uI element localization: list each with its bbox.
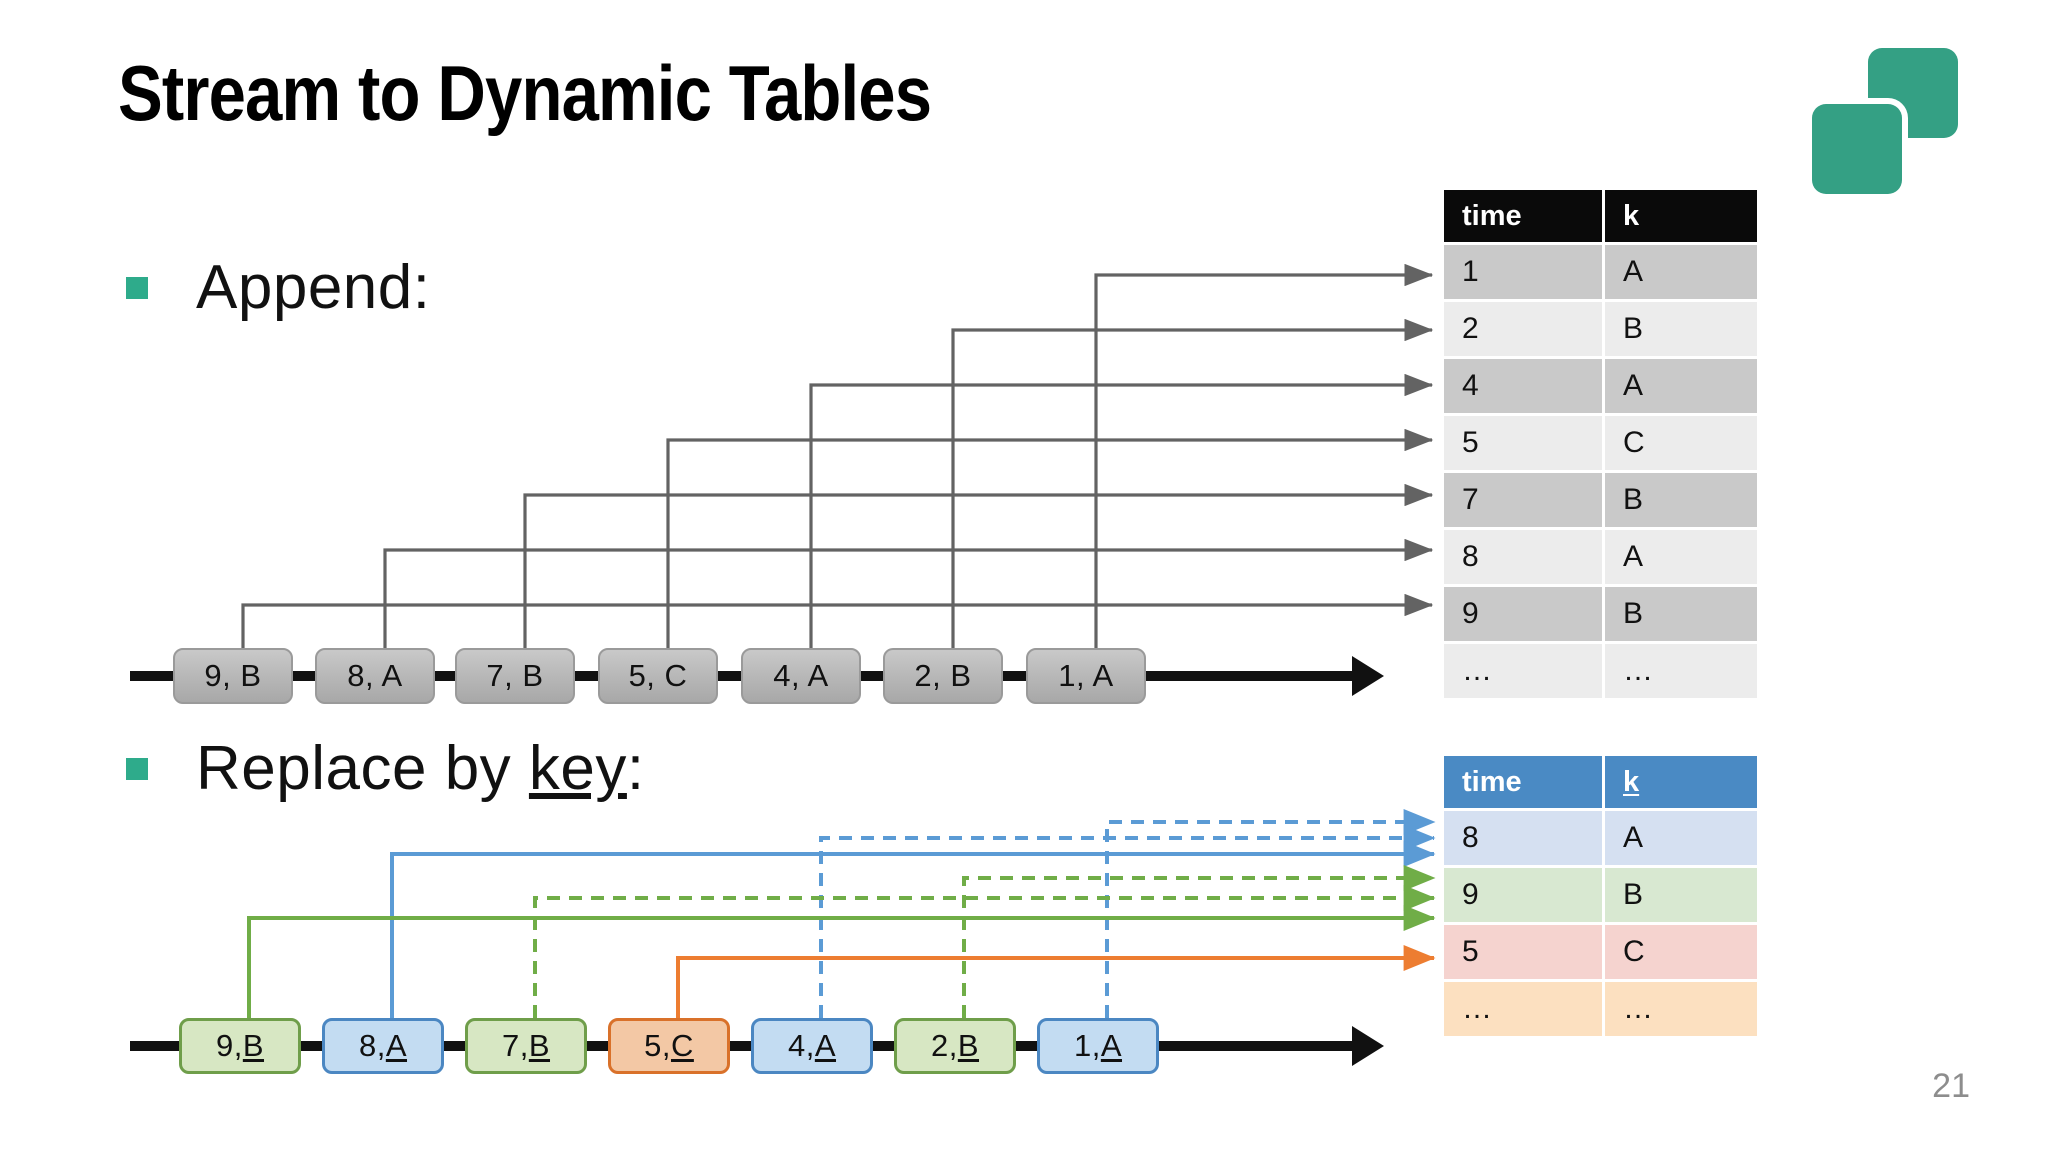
page-number: 21 xyxy=(1932,1067,1970,1105)
stream-event[interactable]: 7, B xyxy=(455,648,575,704)
cell-time: 8 xyxy=(1444,530,1602,584)
column-header-time: time xyxy=(1444,756,1602,808)
table-header-row: time k xyxy=(1444,190,1757,242)
event-time: 1, xyxy=(1073,1028,1101,1063)
table-row[interactable]: 9 B xyxy=(1444,868,1757,922)
event-key: B xyxy=(528,1028,551,1063)
append-stream-timeline: 9, B 8, A 7, B 5, C 4, A 2, B 1, A xyxy=(130,648,1384,704)
table-row[interactable]: 4 A xyxy=(1444,359,1757,413)
stream-event[interactable]: 2, B xyxy=(894,1018,1016,1074)
table-row[interactable]: 7 B xyxy=(1444,473,1757,527)
cell-k: … xyxy=(1605,644,1757,698)
bullet-append: Append: xyxy=(126,252,431,323)
bullet-replace-prefix: Replace by xyxy=(196,734,529,803)
event-time: 7, xyxy=(501,1028,529,1063)
table-row[interactable]: 5 C xyxy=(1444,925,1757,979)
bullet-replace-label: Replace by key: xyxy=(196,733,645,804)
timeline-arrowhead-icon xyxy=(1352,656,1384,696)
bullet-replace-keyword: key xyxy=(528,734,627,803)
column-header-k: k xyxy=(1605,190,1757,242)
cell-k: A xyxy=(1605,811,1757,865)
cell-k: … xyxy=(1605,982,1757,1036)
replace-stream-timeline: 9, B 8, A 7, B 5, C 4, A 2, B 1, A xyxy=(130,1018,1384,1074)
bullet-marker-icon xyxy=(126,757,148,780)
timeline-arrowhead-icon xyxy=(1352,1026,1384,1066)
cell-time: 7 xyxy=(1444,473,1602,527)
stream-event[interactable]: 4, A xyxy=(741,648,861,704)
column-header-k: k xyxy=(1605,756,1757,808)
stream-event[interactable]: 9, B xyxy=(173,648,293,704)
event-key: C xyxy=(670,1028,694,1063)
logo-square-front xyxy=(1812,104,1902,194)
bullet-replace-suffix: : xyxy=(626,734,645,803)
cell-k: C xyxy=(1605,416,1757,470)
cell-k: B xyxy=(1605,868,1757,922)
event-key: B xyxy=(242,1028,265,1063)
stream-event[interactable]: 7, B xyxy=(465,1018,587,1074)
table-row[interactable]: 1 A xyxy=(1444,245,1757,299)
cell-k: B xyxy=(1605,302,1757,356)
event-key: B xyxy=(957,1028,980,1063)
stream-event[interactable]: 1, A xyxy=(1037,1018,1159,1074)
page-title: Stream to Dynamic Tables xyxy=(118,49,932,137)
append-dynamic-table: time k 1 A 2 B 4 A 5 C 7 B 8 A 9 B xyxy=(1441,187,1760,701)
stream-event[interactable]: 8, A xyxy=(315,648,435,704)
table-header-row: time k xyxy=(1444,756,1757,808)
stream-event[interactable]: 4, A xyxy=(751,1018,873,1074)
stream-event[interactable]: 2, B xyxy=(883,648,1003,704)
cell-time: … xyxy=(1444,982,1602,1036)
cell-time: 9 xyxy=(1444,587,1602,641)
table-row[interactable]: 9 B xyxy=(1444,587,1757,641)
stream-event[interactable]: 5, C xyxy=(598,648,718,704)
cell-k: A xyxy=(1605,245,1757,299)
cell-time: 8 xyxy=(1444,811,1602,865)
event-time: 8, xyxy=(358,1028,386,1063)
table-row[interactable]: 8 A xyxy=(1444,530,1757,584)
timeline-axis xyxy=(130,1041,1360,1051)
event-key: A xyxy=(814,1028,837,1063)
event-time: 4, xyxy=(787,1028,815,1063)
cell-time: 4 xyxy=(1444,359,1602,413)
cell-k: B xyxy=(1605,587,1757,641)
stream-event[interactable]: 5, C xyxy=(608,1018,730,1074)
table-row-ellipsis: … … xyxy=(1444,644,1757,698)
event-key: A xyxy=(1100,1028,1123,1063)
table-row[interactable]: 2 B xyxy=(1444,302,1757,356)
cell-k: A xyxy=(1605,530,1757,584)
bullet-replace: Replace by key: xyxy=(126,733,645,804)
event-time: 5, xyxy=(644,1028,671,1063)
brand-logo xyxy=(1812,48,1962,198)
table-row[interactable]: 8 A xyxy=(1444,811,1757,865)
cell-time: 5 xyxy=(1444,416,1602,470)
event-time: 9, xyxy=(215,1028,243,1063)
cell-k: A xyxy=(1605,359,1757,413)
event-key: A xyxy=(385,1028,408,1063)
stream-event[interactable]: 1, A xyxy=(1026,648,1146,704)
replace-dynamic-table: time k 8 A 9 B 5 C … … xyxy=(1441,753,1760,1039)
cell-time: 1 xyxy=(1444,245,1602,299)
bullet-marker-icon xyxy=(126,276,148,299)
cell-time: … xyxy=(1444,644,1602,698)
bullet-append-label: Append: xyxy=(196,253,431,322)
cell-time: 2 xyxy=(1444,302,1602,356)
table-row[interactable]: 5 C xyxy=(1444,416,1757,470)
cell-time: 9 xyxy=(1444,868,1602,922)
column-header-time: time xyxy=(1444,190,1602,242)
event-time: 2, xyxy=(930,1028,958,1063)
cell-k: B xyxy=(1605,473,1757,527)
cell-k: C xyxy=(1605,925,1757,979)
stream-event[interactable]: 8, A xyxy=(322,1018,444,1074)
stream-event[interactable]: 9, B xyxy=(179,1018,301,1074)
table-row-ellipsis: … … xyxy=(1444,982,1757,1036)
cell-time: 5 xyxy=(1444,925,1602,979)
